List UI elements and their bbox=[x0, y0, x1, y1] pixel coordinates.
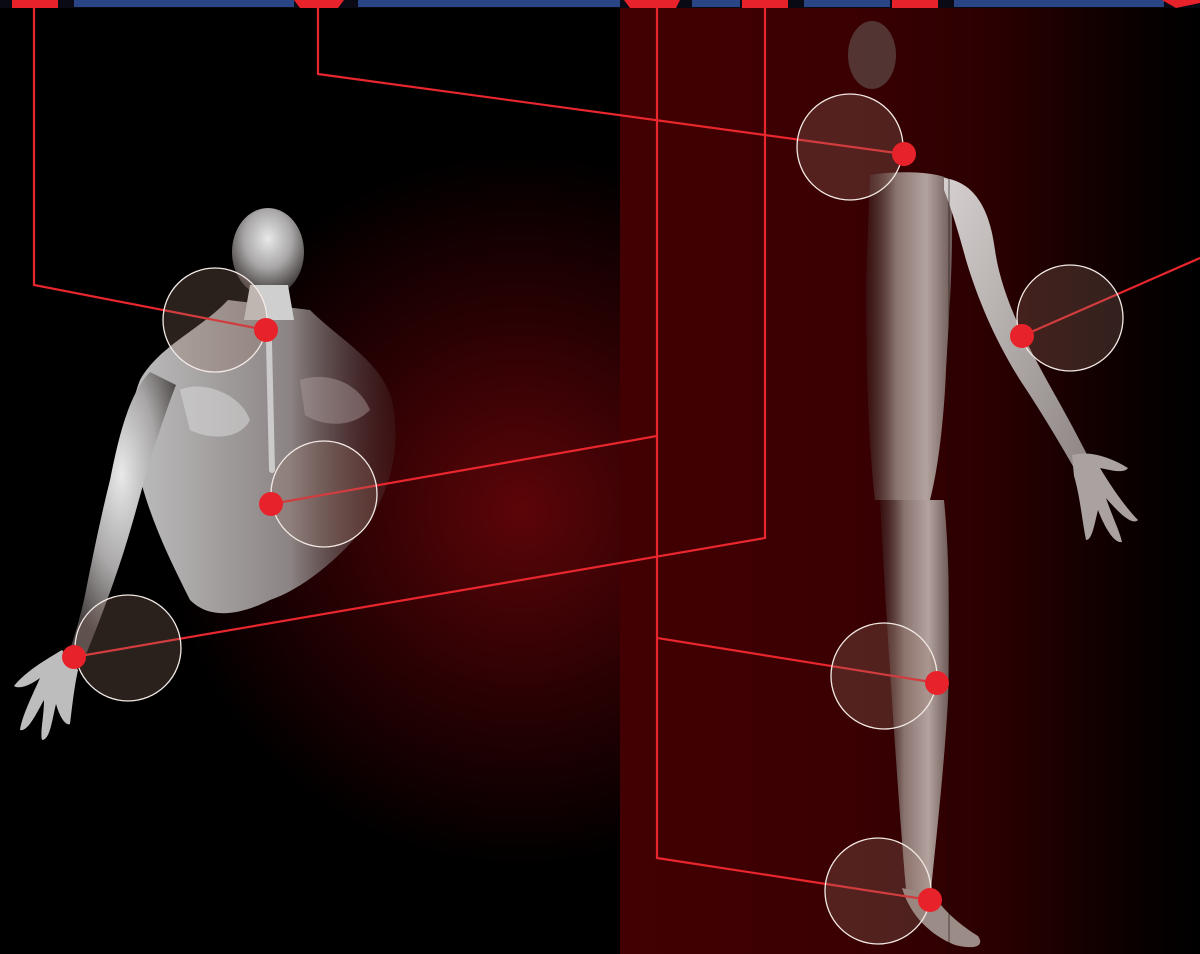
ankle-ring[interactable] bbox=[825, 838, 931, 944]
knee-ring[interactable] bbox=[831, 623, 937, 729]
elbow-hotspot[interactable] bbox=[1010, 324, 1034, 348]
front-torso bbox=[866, 172, 952, 500]
ankle-hotspot[interactable] bbox=[918, 888, 942, 912]
wrist-ring[interactable] bbox=[75, 595, 181, 701]
neck-ring[interactable] bbox=[163, 268, 267, 372]
front-head bbox=[848, 21, 896, 89]
knee-hotspot[interactable] bbox=[925, 671, 949, 695]
wrist-hotspot[interactable] bbox=[62, 645, 86, 669]
front-right-hand bbox=[1072, 453, 1138, 542]
lower-back-hotspot[interactable] bbox=[259, 492, 283, 516]
elbow-ring[interactable] bbox=[1017, 265, 1123, 371]
lower-back-ring[interactable] bbox=[271, 441, 377, 547]
shoulder-ring[interactable] bbox=[797, 94, 903, 200]
neck-hotspot[interactable] bbox=[254, 318, 278, 342]
shoulder-hotspot[interactable] bbox=[892, 142, 916, 166]
